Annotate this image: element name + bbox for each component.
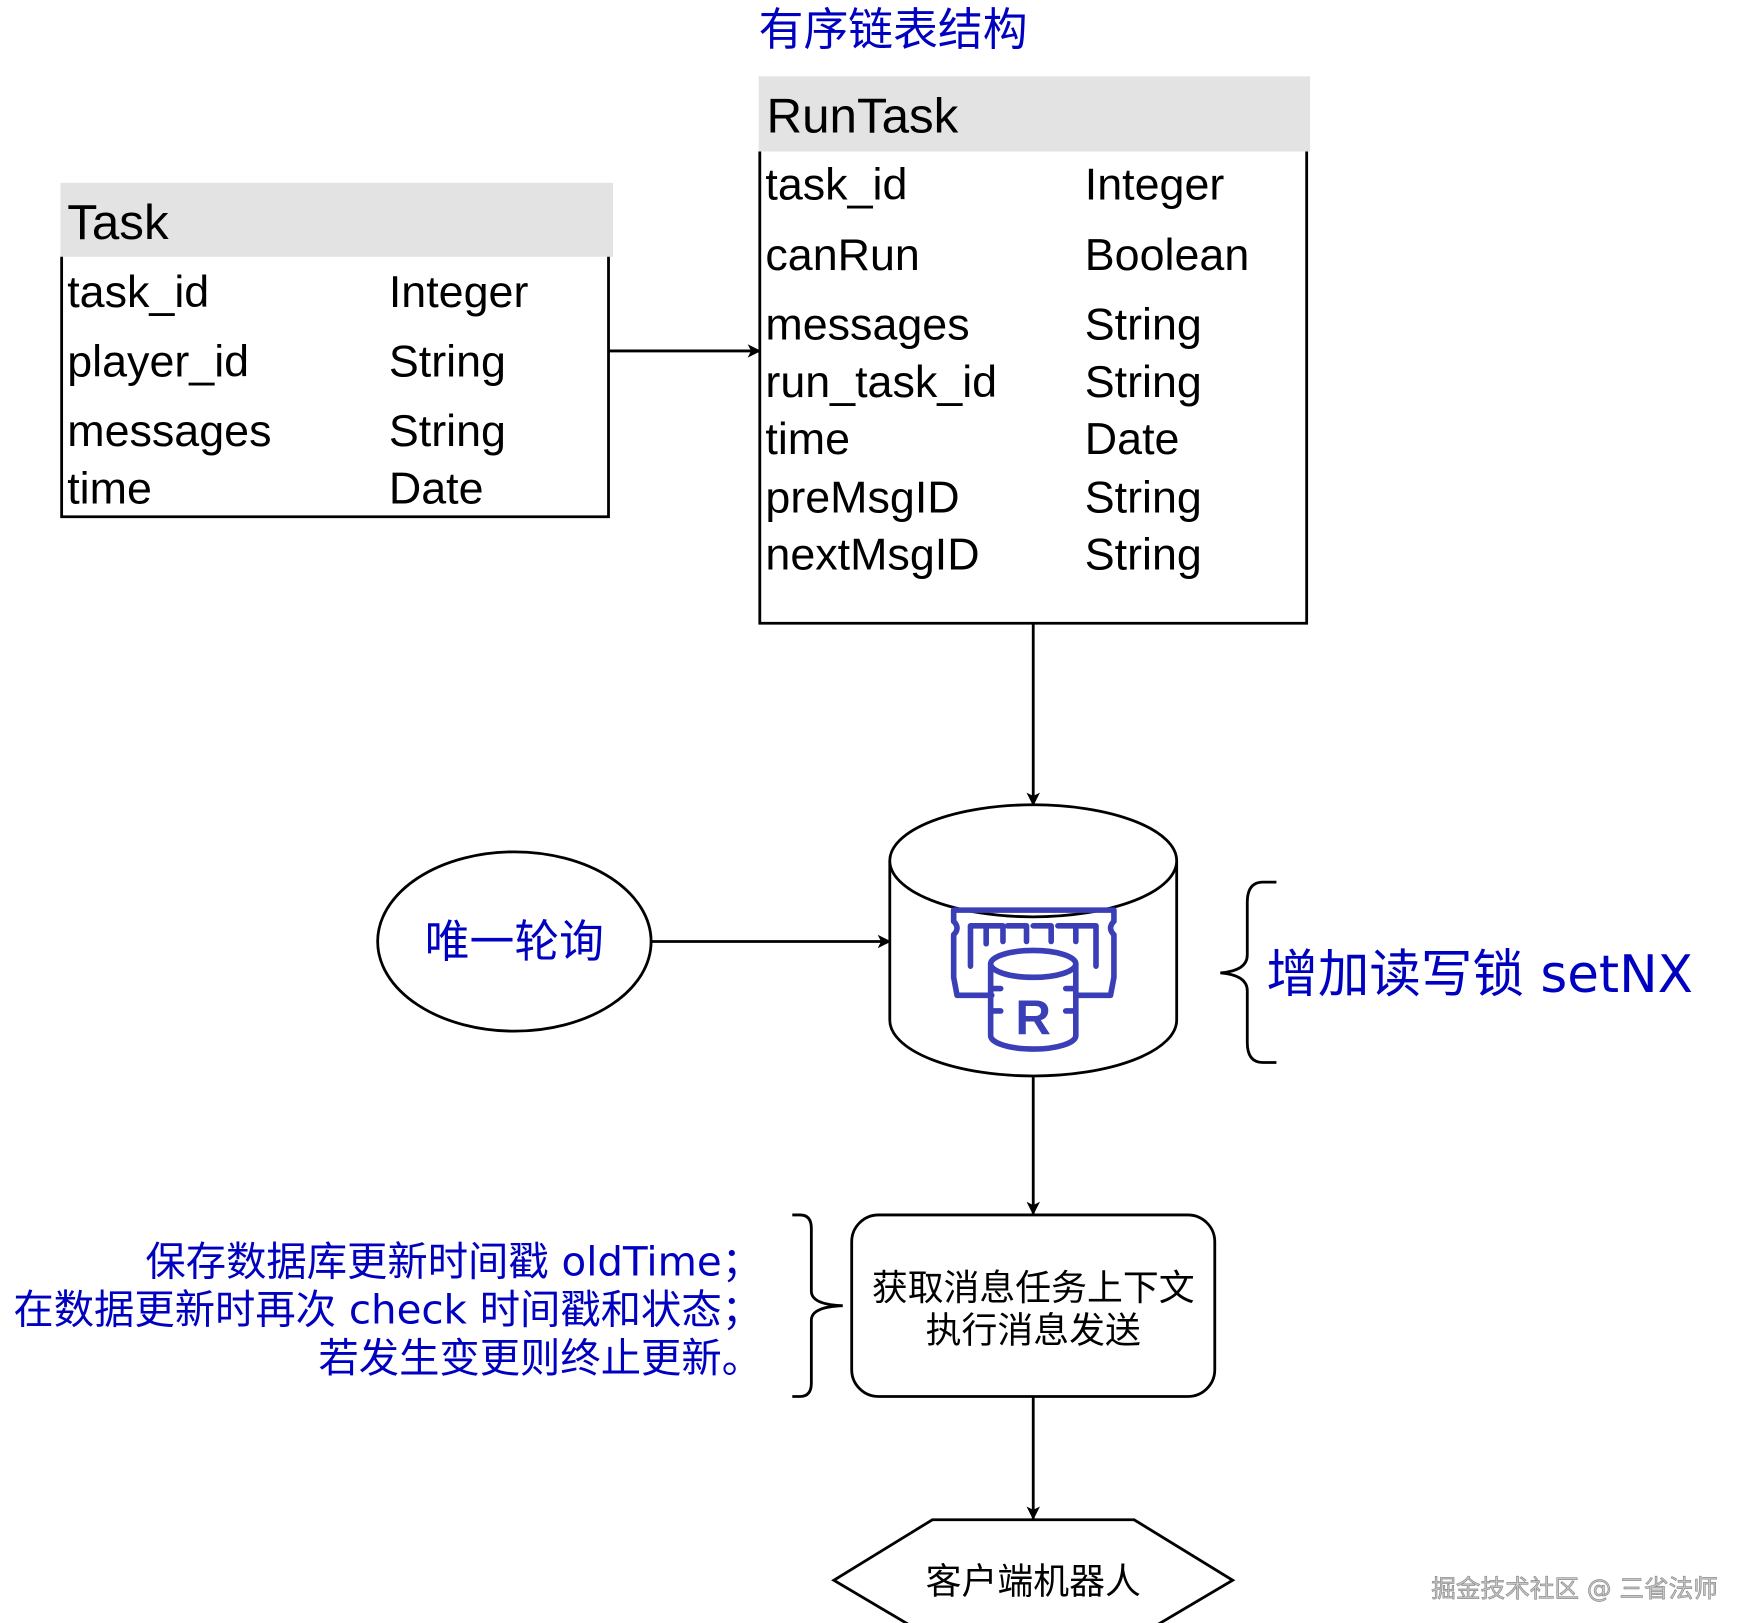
- task-field-type: String: [389, 406, 506, 456]
- process-node[interactable]: 获取消息任务上下文 执行消息发送: [850, 1213, 1217, 1398]
- lock-note: 增加读写锁 setNX: [1266, 945, 1693, 1005]
- client-hexagon: [831, 1518, 1236, 1623]
- task-field-name: task_id: [67, 267, 209, 317]
- runtask-table-title: RunTask: [767, 88, 959, 143]
- process-line-1: 获取消息任务上下文: [872, 1268, 1195, 1309]
- runtask-field-type: Integer: [1085, 160, 1225, 210]
- check-brace-icon: [792, 1213, 843, 1398]
- task-table[interactable]: Task task_id Integer player_id String me…: [60, 182, 613, 519]
- runtask-field-type: String: [1085, 357, 1202, 407]
- check-note-line-2: 在数据更新时再次 check 时间戳和状态；: [13, 1287, 762, 1334]
- task-field-type: Integer: [389, 267, 529, 317]
- client-node[interactable]: 客户端机器人: [831, 1518, 1236, 1623]
- watermark: 掘金技术社区 @ 三省法师: [1431, 1574, 1718, 1603]
- task-field-name: messages: [67, 406, 271, 456]
- runtask-field-type: String: [1085, 472, 1202, 522]
- runtask-field-name: task_id: [765, 160, 907, 210]
- check-note: 保存数据库更新时间戳 oldTime； 在数据更新时再次 check 时间戳和状…: [13, 1238, 762, 1381]
- redis-database-node[interactable]: R: [888, 803, 1179, 1078]
- poll-node[interactable]: 唯一轮询: [376, 850, 653, 1033]
- runtask-field-type: Boolean: [1085, 230, 1249, 280]
- runtask-field-name: canRun: [765, 230, 919, 280]
- cylinder-top: [888, 803, 1179, 919]
- check-note-line-1: 保存数据库更新时间戳 oldTime；: [145, 1238, 762, 1285]
- task-table-header-bg: [60, 182, 613, 257]
- runtask-field-name: time: [765, 414, 850, 464]
- task-field-name: player_id: [67, 337, 249, 387]
- runtask-field-type: String: [1085, 529, 1202, 579]
- task-field-name: time: [67, 463, 152, 513]
- runtask-field-type: Date: [1085, 414, 1180, 464]
- task-field-type: Date: [389, 463, 484, 513]
- runtask-field-name: nextMsgID: [765, 529, 979, 579]
- redis-icon: R: [950, 907, 1117, 1052]
- runtask-table[interactable]: RunTask task_id Integer canRun Boolean m…: [758, 76, 1311, 625]
- task-field-type: String: [389, 337, 506, 387]
- lock-brace-icon: [1220, 880, 1277, 1064]
- task-table-fields: task_id Integer player_id String message…: [67, 267, 528, 513]
- runtask-field-name: run_task_id: [765, 357, 997, 407]
- redis-icon-letter: R: [1015, 991, 1051, 1046]
- runtask-field-name: preMsgID: [765, 472, 959, 522]
- check-note-line-3: 若发生变更则终止更新。: [318, 1335, 762, 1382]
- client-label: 客户端机器人: [926, 1562, 1141, 1603]
- runtask-field-name: messages: [765, 300, 969, 350]
- runtask-table-header-bg: [758, 76, 1311, 152]
- runtask-field-type: String: [1085, 300, 1202, 350]
- task-table-border: [60, 256, 610, 519]
- task-table-title: Task: [67, 195, 169, 250]
- poll-label: 唯一轮询: [425, 915, 604, 968]
- runtask-table-fields: task_id Integer canRun Boolean messages …: [765, 160, 1249, 580]
- process-line-2: 执行消息发送: [926, 1311, 1141, 1352]
- ordered-list-title: 有序链表结构: [759, 3, 1028, 56]
